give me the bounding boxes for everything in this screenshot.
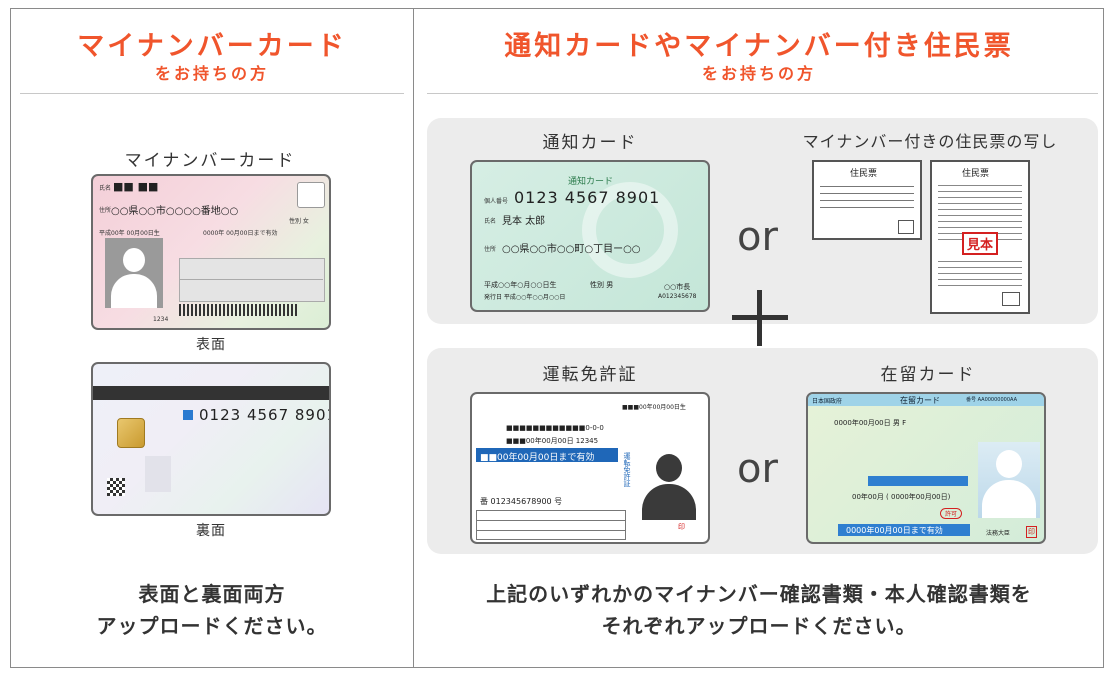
notif-office: ○○市長 <box>664 283 691 291</box>
resident-doc-front: 住民票 見本 <box>930 160 1030 314</box>
residence-header-left: 日本国政府 <box>812 398 843 405</box>
resident-sample-stamp: 見本 <box>962 232 999 255</box>
left-instructions: 表面と裏面両方 アップロードください。 <box>20 578 404 642</box>
front-field-box <box>179 258 325 302</box>
back-magnetic-strip <box>93 386 329 400</box>
notif-number: 0123 4567 8901 <box>514 188 661 207</box>
residence-expiry-line: 0000年00月00日まで有効 <box>846 526 943 535</box>
residence-header-band <box>808 394 1044 406</box>
left-instructions-line1: 表面と裏面両方 <box>138 582 286 606</box>
back-photo-area <box>145 456 171 492</box>
notif-name-label: 氏名 <box>484 218 497 225</box>
front-field-rule <box>179 279 323 280</box>
back-qr-icon <box>107 478 125 496</box>
front-dob: 平成00年 00月00日生 <box>99 230 160 237</box>
mynumber-card-front: 氏名 ■■ ■■ 住所 ○○県○○市○○○○番地○○ 性別 女 平成00年 00… <box>91 174 331 330</box>
resident-doc-front-heading: 住民票 <box>962 169 990 179</box>
notif-issued: 発行日 平成○○年○○月○○日 <box>484 294 566 301</box>
drivers-license-card: ■■■00年00月00日生 ■■■■■■■■■■■■0-0-0 ■■■00年00… <box>470 392 710 544</box>
notification-card: 通知カード 個人番号 0123 4567 8901 氏名 見本 太郎 住所 ○○… <box>470 160 710 312</box>
residence-seal: 印 <box>1026 526 1037 538</box>
column-divider <box>413 8 414 668</box>
license-vertical-label: 運転免許証 <box>623 452 631 487</box>
front-address-value: ○○県○○市○○○○番地○○ <box>111 206 239 217</box>
notification-card-label: 通知カード <box>542 133 638 153</box>
residence-card: 日本国政府 在留カード 番号 AA00000000AA 0000年00月00日 … <box>806 392 1046 544</box>
residence-expiry-band <box>838 524 970 536</box>
right-header-rule <box>427 93 1098 94</box>
plus-icon <box>732 290 788 346</box>
left-header-rule <box>20 93 404 94</box>
right-title: 通知カードやマイナンバー付き住民票 <box>504 31 1014 62</box>
notif-sex: 性別 男 <box>590 281 614 289</box>
front-label: 表面 <box>196 337 226 353</box>
license-photo <box>638 450 700 520</box>
notif-code: A012345678 <box>658 293 697 300</box>
license-number-line: 番 012345678900 号 <box>480 497 563 506</box>
outer-frame <box>10 8 1104 668</box>
or-label-bottom: or <box>737 446 778 492</box>
front-barcode <box>179 304 299 316</box>
front-name-label: 氏名 <box>99 185 112 192</box>
residence-approved: 許可 <box>940 508 963 519</box>
right-instructions: 上記のいずれかのマイナンバー確認書類・本人確認書類を それぞれアップロードくださ… <box>418 578 1100 642</box>
right-instructions-line1: 上記のいずれかのマイナンバー確認書類・本人確認書類を <box>486 582 1032 606</box>
license-sub-line: ■■■00年00月00日 12345 <box>506 437 599 445</box>
notif-heading: 通知カード <box>568 177 614 187</box>
residence-header-no: 番号 AA00000000AA <box>966 397 1017 403</box>
drivers-license-label: 運転免許証 <box>542 365 638 385</box>
notif-name: 見本 太郎 <box>502 216 546 227</box>
residence-photo <box>978 442 1040 518</box>
left-instructions-line2: アップロードください。 <box>96 614 328 638</box>
resident-doc-back: 住民票 <box>812 160 922 240</box>
residence-dob-line: 0000年00月00日 男 F <box>834 419 907 427</box>
license-expiry-line: ■■00年00月00日まで有効 <box>480 453 595 463</box>
notif-address: ○○県○○市○○町○丁目ー○○ <box>502 244 641 255</box>
license-expiry-band <box>476 448 618 462</box>
resident-doc-back-heading: 住民票 <box>850 169 878 179</box>
residence-header-title: 在留カード <box>900 396 940 405</box>
front-number: 1234 <box>153 316 169 323</box>
right-instructions-line2: それぞれアップロードください。 <box>601 614 917 638</box>
front-photo <box>105 238 163 308</box>
front-name-value: ■■ ■■ <box>113 180 159 193</box>
left-title: マイナンバーカード <box>77 31 347 62</box>
residence-minister: 法務大臣 <box>986 530 1011 537</box>
residence-status-band <box>868 476 968 486</box>
right-subtitle: をお持ちの方 <box>701 64 816 83</box>
front-badge-icon <box>297 182 325 208</box>
back-number-marker <box>183 410 193 420</box>
left-subtitle: をお持ちの方 <box>154 64 269 83</box>
back-label: 裏面 <box>196 523 226 539</box>
back-chip-icon <box>117 418 145 448</box>
back-number: 0123 4567 8901 <box>199 406 331 424</box>
front-address-label: 住所 <box>99 207 112 214</box>
notif-address-label: 住所 <box>484 246 497 253</box>
mynumber-card-back: 0123 4567 8901 <box>91 362 331 516</box>
front-expiry: 0000年 00月00日まで有効 <box>203 230 278 237</box>
mynumber-card-label: マイナンバーカード <box>124 151 296 171</box>
notif-dob: 平成○○年○月○○日生 <box>484 281 557 289</box>
residence-period-line: 00年00月 ( 0000年00月00日) <box>852 493 951 501</box>
residence-card-label: 在留カード <box>880 365 976 385</box>
license-address-line: ■■■■■■■■■■■■0-0-0 <box>506 424 604 432</box>
license-date-line: ■■■00年00月00日生 <box>622 404 686 411</box>
front-sex: 性別 女 <box>289 218 309 225</box>
license-seal: 印 <box>678 523 685 531</box>
resident-record-label: マイナンバー付きの住民票の写し <box>802 132 1058 151</box>
or-label-top: or <box>737 214 778 260</box>
license-category-grid <box>476 510 626 540</box>
notif-number-label: 個人番号 <box>484 198 509 205</box>
